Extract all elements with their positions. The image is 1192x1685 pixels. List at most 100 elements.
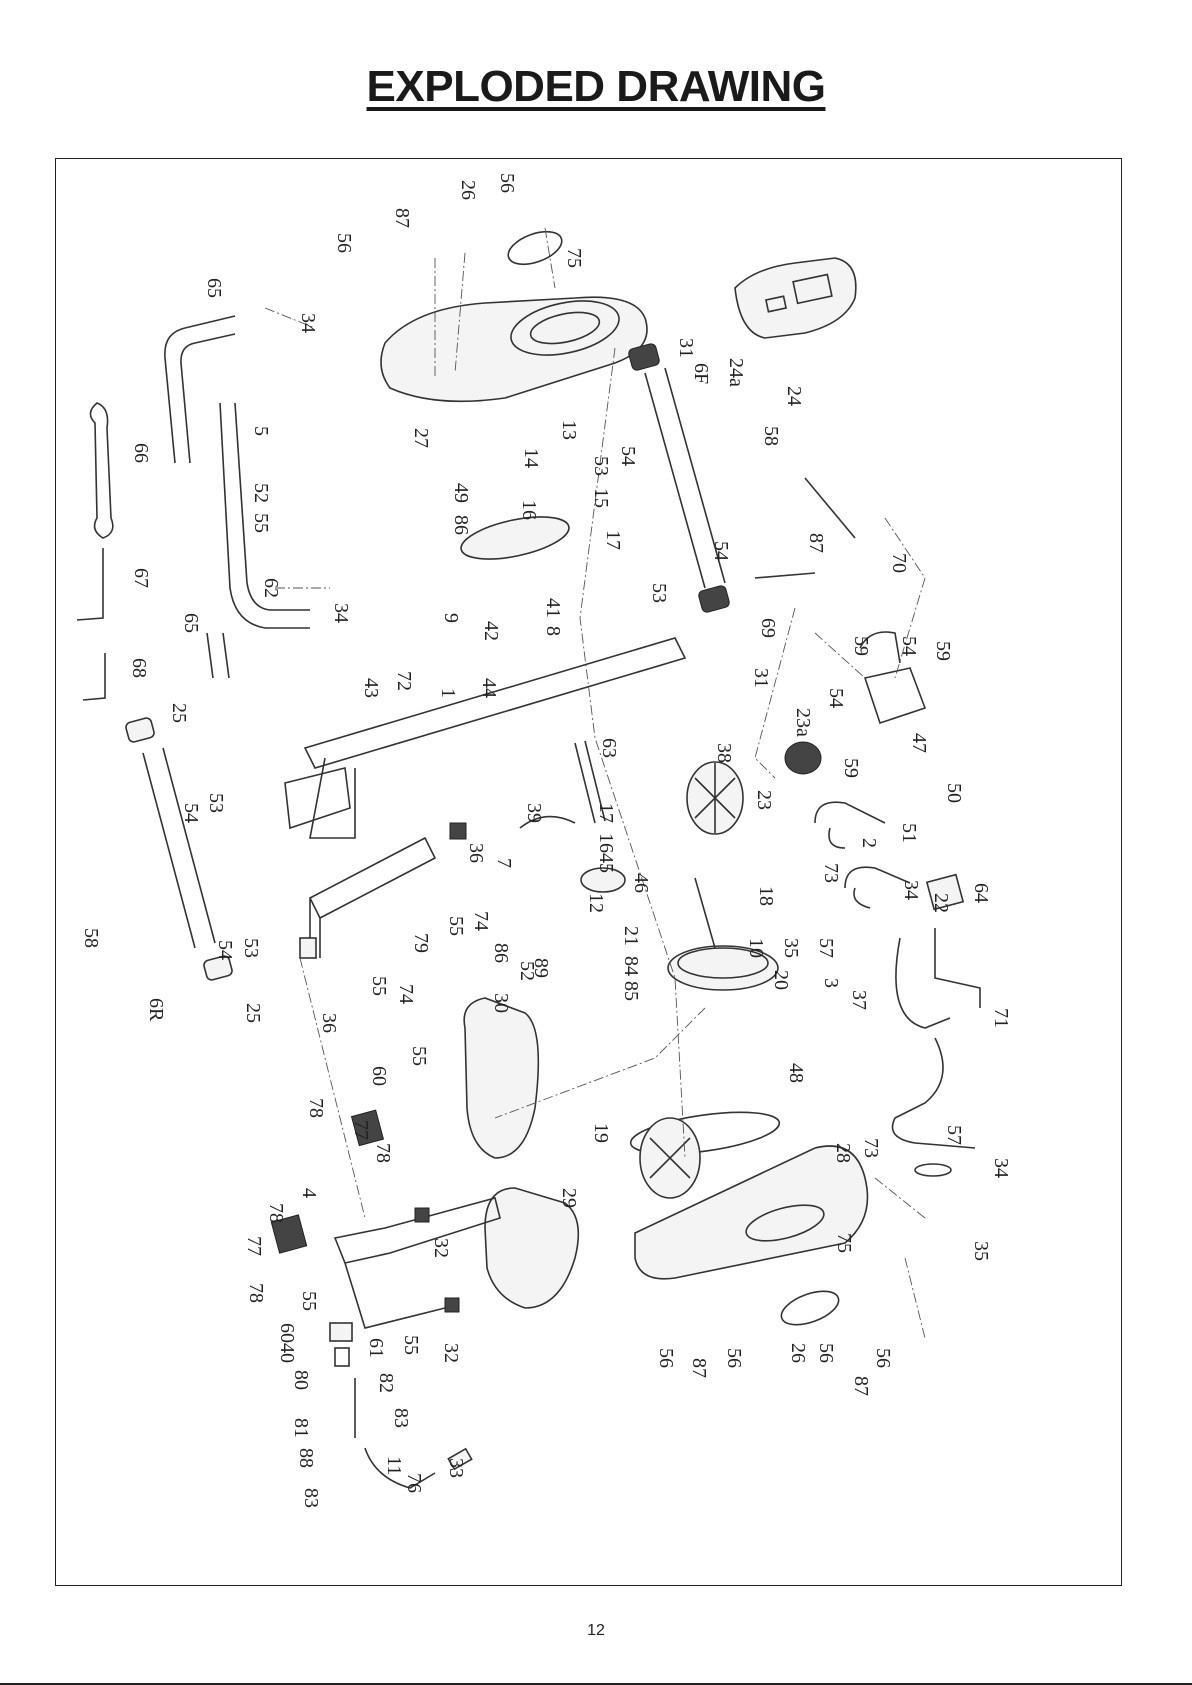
label-59: 59 xyxy=(850,636,872,656)
label-36: 36 xyxy=(465,843,487,863)
label-59: 59 xyxy=(932,641,954,661)
label-25: 25 xyxy=(168,703,190,723)
label-35: 35 xyxy=(970,1241,992,1261)
label-76: 76 xyxy=(403,1473,425,1493)
label-87: 87 xyxy=(850,1376,872,1396)
label-32: 32 xyxy=(440,1343,462,1363)
label-31: 31 xyxy=(675,338,697,358)
label-79: 79 xyxy=(410,933,432,953)
page-title: EXPLODED DRAWING xyxy=(366,62,826,111)
main-frame xyxy=(303,637,687,839)
label-23: 23 xyxy=(753,790,775,810)
label-41: 41 xyxy=(542,598,564,618)
chain-cover-upper xyxy=(380,296,648,403)
knob-31b xyxy=(698,585,730,613)
label-53: 53 xyxy=(648,583,670,603)
label-55: 55 xyxy=(368,976,390,996)
label-47: 47 xyxy=(908,733,930,753)
label-56: 56 xyxy=(496,173,518,193)
label-23a: 23a xyxy=(792,708,814,737)
label-12: 12 xyxy=(585,893,607,913)
chain-cover-disc xyxy=(510,300,620,356)
label-52: 52 xyxy=(516,961,538,981)
allen-key-68 xyxy=(82,653,106,701)
label-57: 57 xyxy=(943,1125,965,1145)
label-87: 87 xyxy=(391,208,413,228)
label-6R: 6R xyxy=(145,998,167,1022)
label-56: 56 xyxy=(723,1348,745,1368)
belt-48 xyxy=(629,1111,781,1155)
label-54: 54 xyxy=(214,940,236,960)
label-26: 26 xyxy=(457,180,479,200)
label-75: 75 xyxy=(563,248,585,268)
chain-cover-lower xyxy=(634,1145,869,1280)
label-22: 22 xyxy=(930,893,952,913)
label-53: 53 xyxy=(590,456,612,476)
bracket-2 xyxy=(863,667,927,725)
shaft-12 xyxy=(574,740,606,824)
label-75: 75 xyxy=(833,1233,855,1253)
label-27: 27 xyxy=(410,428,432,448)
label-80: 80 xyxy=(290,1370,312,1390)
label-74: 74 xyxy=(395,984,417,1004)
label-56: 56 xyxy=(815,1343,837,1363)
allen-key-67 xyxy=(76,548,104,621)
label-77: 77 xyxy=(243,1236,265,1256)
label-1: 1 xyxy=(437,688,459,698)
label-31: 31 xyxy=(750,668,772,688)
label-87: 87 xyxy=(805,533,827,553)
label-87: 87 xyxy=(688,1358,710,1378)
page-number: 12 xyxy=(587,1622,605,1639)
rear-post xyxy=(142,747,216,949)
label-72: 72 xyxy=(393,671,415,691)
pedal-arm-3 xyxy=(844,866,911,909)
label-20: 20 xyxy=(770,970,792,990)
label-82: 82 xyxy=(375,1373,397,1393)
label-29: 29 xyxy=(558,1188,580,1208)
handlebar-upper xyxy=(164,315,236,464)
label-21: 21 xyxy=(620,926,642,946)
label-35: 35 xyxy=(780,938,802,958)
label-39: 39 xyxy=(523,803,545,823)
label-34: 34 xyxy=(297,313,319,333)
label-69: 69 xyxy=(757,618,779,638)
label-42: 42 xyxy=(480,621,502,641)
wrench xyxy=(89,402,114,539)
label-86: 86 xyxy=(490,943,512,963)
label-83: 83 xyxy=(390,1408,412,1428)
label-32: 32 xyxy=(430,1238,452,1258)
label-55: 55 xyxy=(298,1291,320,1311)
label-8485: 84 85 xyxy=(620,956,642,1001)
label-66: 66 xyxy=(130,443,152,463)
label-15: 15 xyxy=(590,488,612,508)
label-67: 67 xyxy=(130,568,152,588)
label-4: 4 xyxy=(298,1188,320,1198)
label-52: 52 xyxy=(250,483,272,503)
label-70: 70 xyxy=(888,553,910,573)
label-50: 50 xyxy=(943,783,965,803)
label-59: 59 xyxy=(840,758,862,778)
label-78: 78 xyxy=(265,1203,287,1223)
label-34: 34 xyxy=(330,603,352,623)
label-24: 24 xyxy=(783,386,805,406)
label-36: 36 xyxy=(318,1013,340,1033)
label-18: 18 xyxy=(755,886,777,906)
label-77: 77 xyxy=(350,1120,372,1140)
label-44: 44 xyxy=(478,678,500,698)
label-61: 61 xyxy=(365,1338,387,1358)
label-88: 88 xyxy=(295,1448,317,1468)
label-53: 53 xyxy=(240,938,262,958)
label-9: 9 xyxy=(440,613,462,623)
label-11: 11 xyxy=(383,1456,405,1475)
label-48: 48 xyxy=(785,1063,807,1083)
label-55: 55 xyxy=(250,513,272,533)
label-43: 43 xyxy=(360,678,382,698)
label-46: 46 xyxy=(630,873,652,893)
label-54: 54 xyxy=(710,541,732,561)
label-3: 3 xyxy=(820,978,842,988)
label-7: 7 xyxy=(493,858,515,868)
label-55: 55 xyxy=(445,916,467,936)
label-53: 53 xyxy=(205,793,227,813)
label-64: 64 xyxy=(970,883,992,903)
pulley-20 xyxy=(667,945,779,991)
